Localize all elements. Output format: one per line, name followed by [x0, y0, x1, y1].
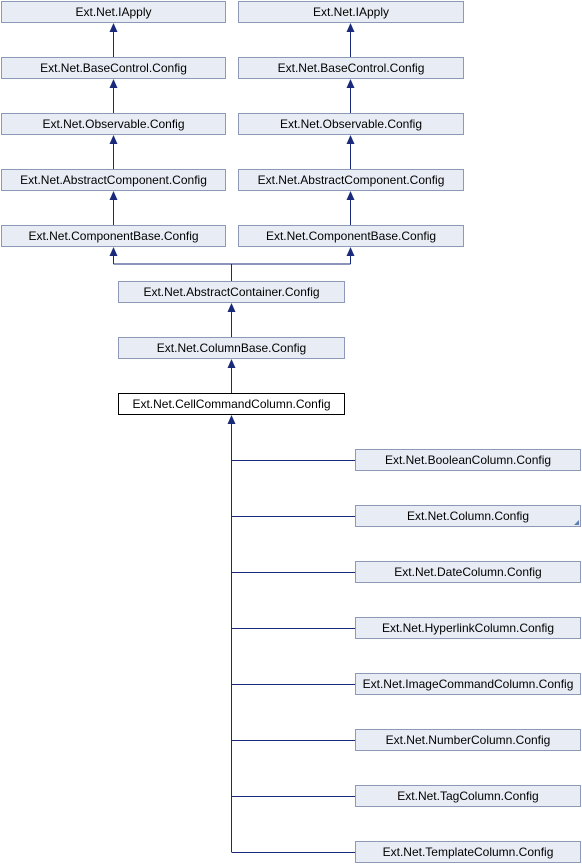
arrowhead-right-3 [346, 191, 355, 200]
node-cellcommandcolumn: Ext.Net.CellCommandColumn.Config [118, 393, 345, 415]
node-iapply-right[interactable]: Ext.Net.IApply [238, 1, 464, 23]
node-imagecommandcolumn[interactable]: Ext.Net.ImageCommandColumn.Config [355, 673, 581, 695]
arrowhead-container-left [109, 247, 118, 256]
arrowhead-right-2 [346, 135, 355, 144]
node-iapply-left[interactable]: Ext.Net.IApply [1, 1, 226, 23]
arrowhead-left-1 [109, 79, 118, 88]
node-numbercolumn[interactable]: Ext.Net.NumberColumn.Config [355, 729, 581, 751]
node-tagcolumn[interactable]: Ext.Net.TagColumn.Config [355, 785, 581, 807]
node-basecontrol-left[interactable]: Ext.Net.BaseControl.Config [1, 57, 226, 79]
arrowhead-cellcommand [227, 359, 236, 368]
arrowhead-left-3 [109, 191, 118, 200]
node-componentbase-right[interactable]: Ext.Net.ComponentBase.Config [238, 225, 464, 247]
more-children-icon [574, 520, 579, 525]
node-abstractcontainer[interactable]: Ext.Net.AbstractContainer.Config [118, 281, 345, 303]
node-columnbase[interactable]: Ext.Net.ColumnBase.Config [118, 337, 345, 359]
node-booleancolumn[interactable]: Ext.Net.BooleanColumn.Config [355, 449, 581, 471]
node-observable-right[interactable]: Ext.Net.Observable.Config [238, 113, 464, 135]
node-hyperlinkcolumn[interactable]: Ext.Net.HyperlinkColumn.Config [355, 617, 581, 639]
arrowhead-children [227, 415, 236, 424]
arrowhead-right-1 [346, 79, 355, 88]
arrowhead-left-0 [109, 23, 118, 32]
node-datecolumn[interactable]: Ext.Net.DateColumn.Config [355, 561, 581, 583]
node-basecontrol-right[interactable]: Ext.Net.BaseControl.Config [238, 57, 464, 79]
arrowhead-columnbase [227, 303, 236, 312]
node-componentbase-left[interactable]: Ext.Net.ComponentBase.Config [1, 225, 226, 247]
node-templatecolumn[interactable]: Ext.Net.TemplateColumn.Config [355, 841, 581, 863]
node-abstractcomponent-right[interactable]: Ext.Net.AbstractComponent.Config [238, 169, 464, 191]
arrowhead-right-0 [346, 23, 355, 32]
node-abstractcomponent-left[interactable]: Ext.Net.AbstractComponent.Config [1, 169, 226, 191]
arrowhead-left-2 [109, 135, 118, 144]
node-column[interactable]: Ext.Net.Column.Config [355, 505, 581, 527]
arrowhead-container-right [346, 247, 355, 256]
node-observable-left[interactable]: Ext.Net.Observable.Config [1, 113, 226, 135]
node-column-label: Ext.Net.Column.Config [406, 509, 530, 523]
